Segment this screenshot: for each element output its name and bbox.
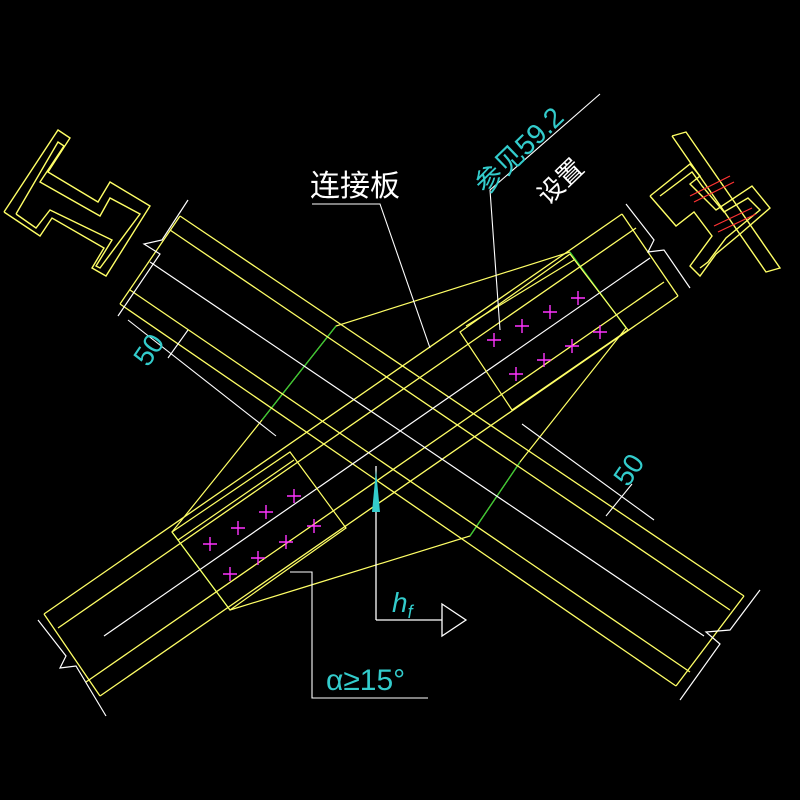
weld-size-f: f xyxy=(408,602,415,622)
bolt-cross xyxy=(543,305,557,319)
bolt-cross xyxy=(307,519,321,533)
brace-member-ascending xyxy=(43,213,679,697)
plate-label: 连接板 xyxy=(310,170,400,203)
ref-label-line2: 设置 xyxy=(531,153,589,211)
bolt-cross xyxy=(487,333,501,347)
bolt-cross xyxy=(571,291,585,305)
bolt-cross xyxy=(287,489,301,503)
weld-marker-icon xyxy=(372,470,380,512)
bolt-cross xyxy=(593,325,607,339)
bolt-cross xyxy=(515,319,529,333)
centerlines xyxy=(103,257,705,637)
splice-plate-upper xyxy=(459,253,629,411)
dim-right-value: 50 xyxy=(607,448,650,491)
bolt-cross xyxy=(565,339,579,353)
weld-size-symbol: hf xyxy=(392,587,415,622)
bolt-cross xyxy=(279,535,293,549)
bolt-cross xyxy=(251,551,265,565)
dimension-right xyxy=(521,423,655,521)
splice-plate-lower xyxy=(171,451,347,611)
bolt-cross xyxy=(509,367,523,381)
bolt-cross xyxy=(537,353,551,367)
leaders xyxy=(290,93,601,699)
h-section-top-left xyxy=(3,129,151,277)
bolt-cross xyxy=(203,537,217,551)
bolt-cross xyxy=(223,567,237,581)
angle-note: α≥15° xyxy=(326,664,405,697)
dimension-left xyxy=(127,319,277,437)
h-section-top-right xyxy=(649,131,782,278)
connection-plate xyxy=(171,251,627,611)
weld-size-h: h xyxy=(392,587,408,618)
upper-right-bolts xyxy=(487,291,607,381)
break-marks-ascending xyxy=(37,203,691,717)
break-marks-descending xyxy=(117,199,761,701)
lower-left-bolts xyxy=(203,489,321,581)
bolt-cross xyxy=(259,505,273,519)
brace-member-descending xyxy=(119,215,745,687)
weld-marks-top-right xyxy=(689,175,757,233)
bolt-cross xyxy=(231,521,245,535)
